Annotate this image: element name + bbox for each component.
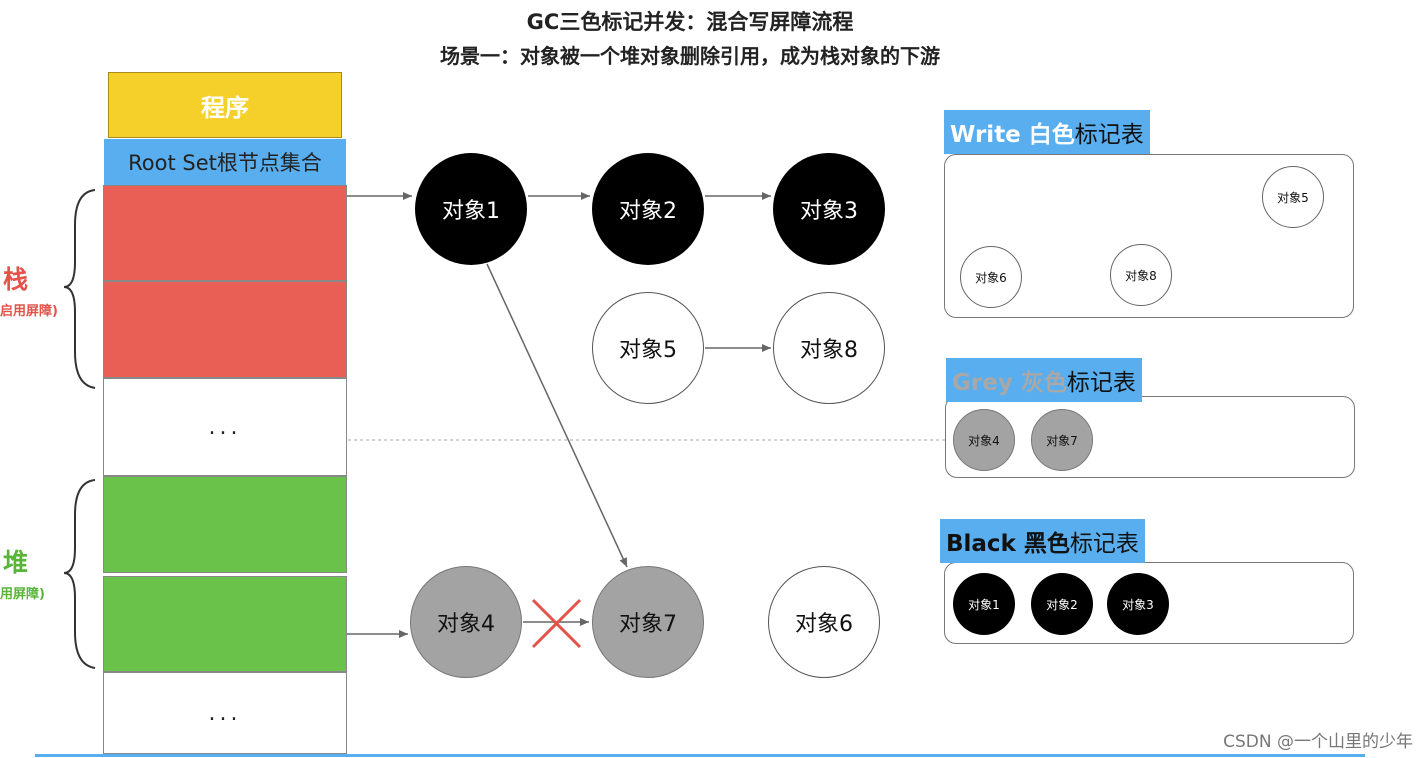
black-table-color-word: Black 黑色 xyxy=(946,531,1070,557)
black-table-suffix: 标记表 xyxy=(1069,531,1139,557)
white-table-item: 对象5 xyxy=(1262,166,1324,228)
heap-ellipsis: ... xyxy=(103,672,347,754)
diagram-title: GC三色标记并发：混合写屏障流程 xyxy=(526,10,854,34)
heap-segment-1 xyxy=(103,476,347,573)
object-node-5: 对象5 xyxy=(592,292,704,404)
object-node-4: 对象4 xyxy=(410,566,522,678)
heap-segment-2 xyxy=(103,576,347,672)
object-node-6: 对象6 xyxy=(768,566,880,678)
white-table-title: Write 白色标记表 xyxy=(944,110,1150,154)
black-table-title: Black 黑色标记表 xyxy=(940,519,1145,563)
stack-label: 栈 xyxy=(3,265,29,294)
diagram-subtitle: 场景一：对象被一个堆对象删除引用，成为栈对象的下游 xyxy=(440,44,940,68)
grey-table-item: 对象4 xyxy=(953,409,1015,471)
bottom-rule xyxy=(35,754,1365,757)
object-node-8: 对象8 xyxy=(773,292,885,404)
black-table-item: 对象1 xyxy=(953,573,1015,635)
heap-label-note: 用屏障) xyxy=(0,587,45,602)
black-table-item: 对象2 xyxy=(1031,573,1093,635)
heap-label: 堆 xyxy=(3,548,29,577)
watermark: CSDN @一个山里的少年 xyxy=(1223,732,1413,752)
stack-ellipsis: ... xyxy=(103,378,347,476)
delete-mark-stroke-2 xyxy=(531,598,582,649)
stack-label-note: 启用屏障) xyxy=(0,304,58,319)
black-table-item: 对象3 xyxy=(1107,573,1169,635)
white-table-item: 对象8 xyxy=(1110,244,1172,306)
object-node-3: 对象3 xyxy=(773,153,885,265)
arrow-obj1-to-obj7 xyxy=(486,263,628,568)
grey-table-suffix: 标记表 xyxy=(1066,370,1136,396)
white-table-color-word: Write 白色 xyxy=(950,122,1075,148)
grey-table-title: Grey 灰色标记表 xyxy=(946,358,1142,402)
white-table-item: 对象6 xyxy=(960,246,1022,308)
white-table-suffix: 标记表 xyxy=(1074,122,1144,148)
program-box: 程序 xyxy=(108,72,342,138)
object-node-1: 对象1 xyxy=(415,153,527,265)
stack-segment-1 xyxy=(103,185,347,281)
root-set-label: Root Set根节点集合 xyxy=(104,139,346,185)
grey-table-item: 对象7 xyxy=(1031,409,1093,471)
object-node-7: 对象7 xyxy=(592,566,704,678)
object-node-2: 对象2 xyxy=(592,153,704,265)
stack-segment-2 xyxy=(103,281,347,378)
grey-table-color-word: Grey 灰色 xyxy=(952,370,1067,396)
stack-brace xyxy=(63,189,96,389)
heap-brace xyxy=(63,479,96,669)
